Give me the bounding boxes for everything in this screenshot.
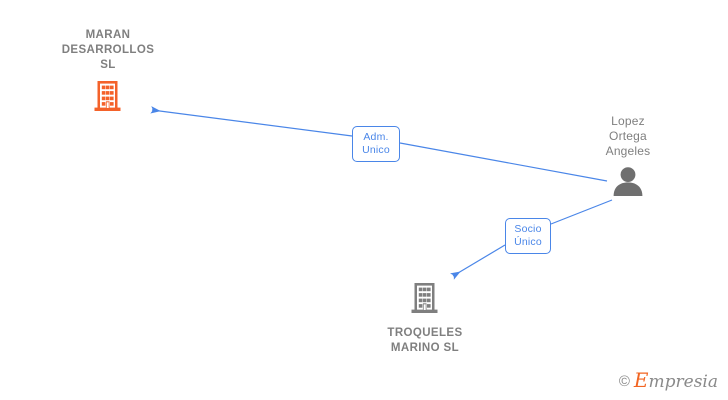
edge-socio-segment-lower	[450, 244, 506, 280]
person-icon	[612, 166, 644, 201]
edge-socio-segment-upper	[550, 199, 613, 225]
brand-rest: mpresia	[648, 372, 719, 392]
building-icon	[92, 79, 125, 118]
node-company-troqueles[interactable]: TROQUELES MARINO SL	[345, 281, 505, 356]
node-company-maran[interactable]: MARAN DESARROLLOS SL	[28, 28, 188, 118]
empresia-watermark: © Empresia	[618, 368, 719, 392]
node-person-lopez-ortega-angeles[interactable]: Lopez Ortega Angeles	[548, 114, 708, 201]
edge-adm-segment-left	[150, 106, 353, 137]
copyright-icon: ©	[618, 373, 630, 390]
node-label-maran: MARAN DESARROLLOS SL	[61, 29, 155, 71]
node-label-troqueles: TROQUELES MARINO SL	[387, 327, 463, 354]
edge-adm-segment-right	[399, 142, 608, 182]
brand-wordmark: Empresia	[633, 368, 719, 392]
brand-initial: E	[633, 368, 649, 392]
edge-label-socio-unico[interactable]: Socio Único	[505, 218, 551, 254]
edge-label-adm-unico[interactable]: Adm. Unico	[352, 126, 400, 162]
node-label-lopez: Lopez Ortega Angeles	[605, 114, 651, 158]
building-icon	[409, 281, 442, 320]
